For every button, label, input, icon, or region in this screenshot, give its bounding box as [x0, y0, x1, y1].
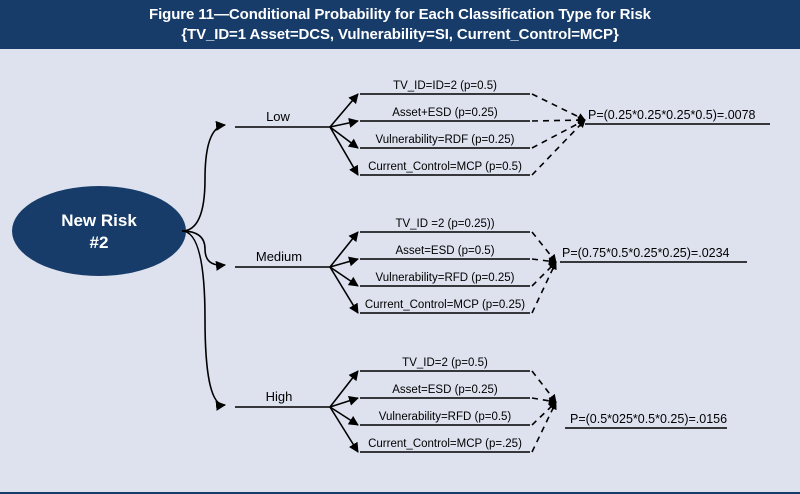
branches-group: Low TV_ID=ID=2 (p=0.5) Asset+ESD (p=0.25) V… — [181, 80, 770, 453]
root-node: New Risk #2 — [12, 186, 186, 276]
factor-label: TV_ID=2 (p=0.5) — [402, 357, 488, 369]
branch-to-factor-arrow — [329, 406, 359, 426]
factor-label: Vulnerability=RFD (p=0.25) — [376, 272, 515, 284]
result-label: P=(0.5*025*0.5*0.25)=.0156 — [570, 412, 727, 426]
branch-to-factor-arrow — [329, 93, 359, 128]
factor-label: Vulnerability=RFD (p=0.5) — [379, 411, 512, 423]
factor-label: TV_ID =2 (p=0.25)) — [395, 218, 494, 230]
branch-medium: Medium TV_ID =2 (p=0.25)) Asset=ESD (p=0.5… — [181, 218, 747, 314]
bottom-rule — [0, 492, 800, 494]
factor-to-result-dashed-arrow — [531, 116, 586, 125]
branch-to-factor-arrow — [329, 266, 359, 314]
branch-label: Medium — [256, 249, 302, 264]
factor-to-result-dashed-arrow — [531, 93, 586, 121]
root-label-line1: New Risk — [61, 211, 137, 230]
branch-to-factor-arrow — [329, 256, 359, 268]
root-to-branch-connector — [181, 120, 226, 232]
branch-to-factor-arrow — [329, 266, 359, 287]
branch-to-factor-arrow — [329, 126, 359, 149]
branch-to-factor-arrow — [329, 126, 359, 176]
factor-to-result-dashed-arrow — [531, 231, 557, 263]
probability-tree: New Risk #2 Low TV_ID=ID=2 (p=0.5) Asset+E… — [12, 80, 770, 453]
factor-label: Current_Control=MCP (p=0.5) — [368, 161, 522, 173]
factor-to-result-dashed-arrow — [531, 119, 586, 149]
branch-label: High — [266, 389, 293, 404]
factor-to-result-dashed-arrow — [531, 261, 557, 314]
factor-to-result-dashed-arrow — [531, 396, 557, 405]
factor-label: Asset=ESD (p=0.5) — [395, 245, 494, 257]
factor-label: Current_Control=MCP (p=.25) — [368, 438, 522, 450]
root-to-branch-connector — [181, 230, 226, 271]
factor-label: Asset=ESD (p=0.25) — [392, 384, 498, 396]
factor-to-result-dashed-arrow — [531, 401, 557, 426]
branch-label: Low — [266, 109, 290, 124]
factor-to-result-dashed-arrow — [531, 257, 557, 266]
root-to-branch-connector — [181, 230, 226, 411]
factor-label: TV_ID=ID=2 (p=0.5) — [393, 80, 497, 92]
figure-header: Figure 11—Conditional Probability for Ea… — [0, 0, 800, 49]
branch-to-factor-arrow — [329, 231, 359, 268]
branch-to-factor-arrow — [329, 406, 359, 453]
factor-label: Current_Control=MCP (p=0.25) — [365, 299, 525, 311]
factor-label: Vulnerability=RDF (p=0.25) — [376, 134, 515, 146]
result-label: P=(0.25*0.25*0.25*0.5)=.0078 — [588, 108, 756, 122]
figure-subtitle: {TV_ID=1 Asset=DCS, Vulnerability=SI, Cu… — [181, 25, 619, 43]
factor-label: Asset+ESD (p=0.25) — [392, 107, 498, 119]
factor-to-result-dashed-arrow — [531, 370, 557, 403]
root-label-line2: #2 — [90, 233, 109, 252]
branch-high: High TV_ID=2 (p=0.5) Asset=ESD (p=0.25) Vul… — [181, 230, 727, 453]
factor-to-result-dashed-arrow — [531, 119, 586, 176]
branch-to-factor-arrow — [329, 117, 359, 128]
factor-to-result-dashed-arrow — [531, 261, 557, 287]
branch-to-factor-arrow — [329, 370, 359, 408]
figure-title: Figure 11—Conditional Probability for Ea… — [149, 5, 651, 23]
result-label: P=(0.75*0.5*0.25*0.25)=.0234 — [562, 246, 730, 260]
factor-to-result-dashed-arrow — [531, 401, 557, 453]
branch-to-factor-arrow — [329, 395, 359, 408]
branch-low: Low TV_ID=ID=2 (p=0.5) Asset+ESD (p=0.25) V… — [181, 80, 770, 232]
